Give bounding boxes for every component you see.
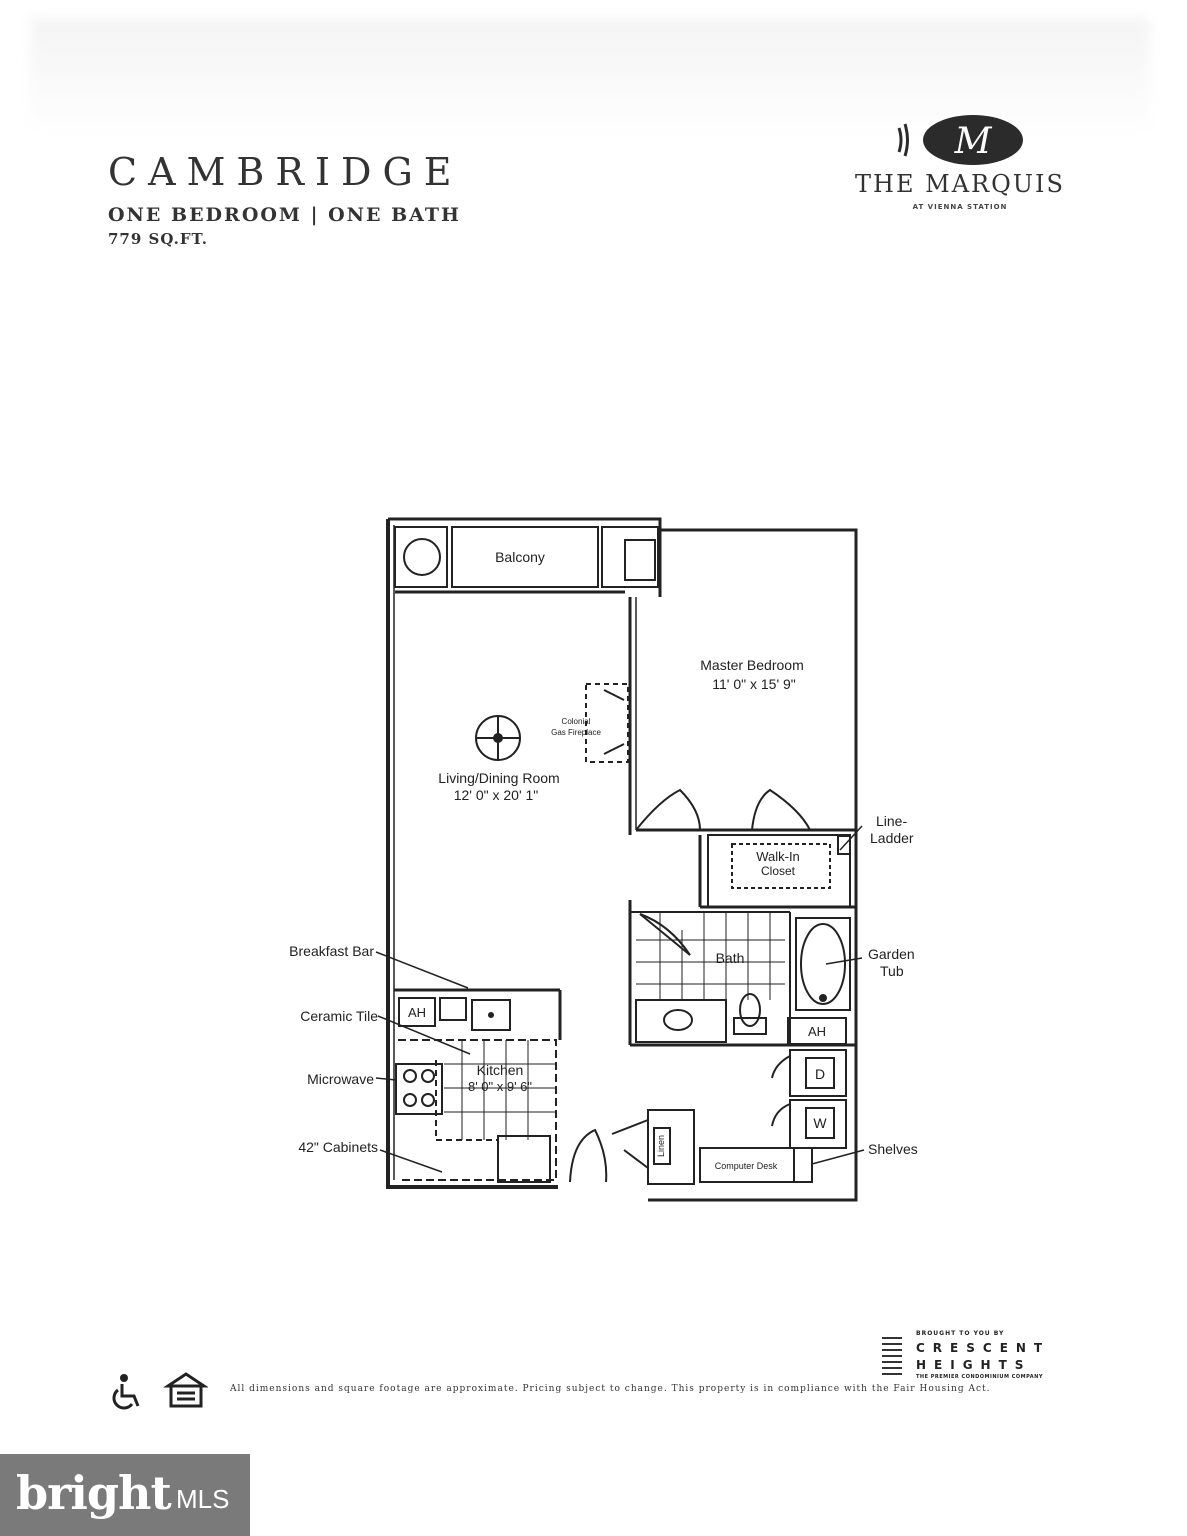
garden-tub-label: Garden — [868, 946, 915, 962]
developer-name-line1: CRESCENT — [916, 1341, 1051, 1355]
marquis-monogram-icon: M — [897, 115, 1023, 165]
plan-header: CAMBRIDGE ONE BEDROOM | ONE BATH 779 SQ.… — [108, 150, 463, 248]
marquis-subtitle: AT VIENNA STATION — [912, 203, 1008, 211]
living-dining-dimensions: 12' 0" x 20' 1" — [454, 787, 539, 803]
washer-label: W — [813, 1115, 827, 1131]
brought-by-text: BROUGHT TO YOU BY — [916, 1330, 1005, 1337]
accessibility-icon — [112, 1374, 140, 1410]
walk-in-closet-label: Walk-In — [756, 849, 800, 864]
linen-label: Linen — [656, 1135, 666, 1157]
marquis-logo: M THE MARQUIS AT VIENNA STATION — [855, 110, 1065, 220]
developer-tagline: THE PREMIER CONDOMINIUM COMPANY — [916, 1374, 1043, 1380]
plan-title: CAMBRIDGE — [108, 150, 463, 194]
master-bedroom-label: Master Bedroom — [700, 657, 803, 673]
scan-artifact — [30, 18, 1150, 128]
master-bedroom-dimensions: 11' 0" x 15' 9" — [712, 676, 796, 692]
crescent-heights-logo: BROUGHT TO YOU BY CRESCENT HEIGHTS THE P… — [878, 1330, 1088, 1390]
fireplace-label-2: Gas Fireplace — [551, 728, 601, 737]
shelves-label: Shelves — [868, 1141, 918, 1157]
plan-square-footage: 779 SQ.FT. — [108, 230, 209, 248]
marquis-monogram: M — [954, 121, 993, 162]
mls-suffix: MLS — [176, 1484, 230, 1514]
developer-name-line2: HEIGHTS — [916, 1358, 1032, 1372]
ah-kitchen-label: AH — [408, 1005, 426, 1020]
cabinets-label: 42" Cabinets — [298, 1139, 378, 1155]
kitchen-dimensions: 8' 0" x 9' 6" — [468, 1079, 532, 1094]
garden-tub-label-2: Tub — [880, 963, 904, 979]
line-ladder-label: Line- — [876, 813, 907, 829]
crescent-heights-icon — [882, 1337, 902, 1375]
balcony-label: Balcony — [495, 549, 545, 565]
breakfast-bar-label: Breakfast Bar — [289, 943, 374, 959]
bright-mls-watermark: bright MLS — [0, 1454, 250, 1536]
kitchen-label: Kitchen — [477, 1062, 524, 1078]
ah-bath-label: AH — [808, 1024, 826, 1039]
bath-label: Bath — [716, 950, 745, 966]
computer-desk-label: Computer Desk — [715, 1161, 778, 1171]
footer-icons — [108, 1372, 209, 1417]
plan-subtitle: ONE BEDROOM | ONE BATH — [108, 204, 461, 226]
microwave-label: Microwave — [307, 1071, 374, 1087]
ceramic-tile-label: Ceramic Tile — [300, 1008, 378, 1024]
bright-brand: bright — [16, 1466, 172, 1520]
dryer-label: D — [815, 1066, 825, 1082]
equal-housing-icon — [163, 1372, 209, 1408]
floor-plan: Balcony Master Bedroom 11' 0" x 15' 9" C… — [289, 517, 918, 1202]
fireplace-label: Colonial — [562, 717, 591, 726]
marquis-name: THE MARQUIS — [855, 170, 1065, 198]
developer-name: CRESCENT HEIGHTS — [916, 1340, 1050, 1374]
disclaimer-text: All dimensions and square footage are ap… — [230, 1384, 991, 1394]
line-ladder-label-2: Ladder — [870, 830, 914, 846]
living-dining-label: Living/Dining Room — [438, 770, 559, 786]
walk-in-closet-label-2: Closet — [761, 864, 796, 878]
